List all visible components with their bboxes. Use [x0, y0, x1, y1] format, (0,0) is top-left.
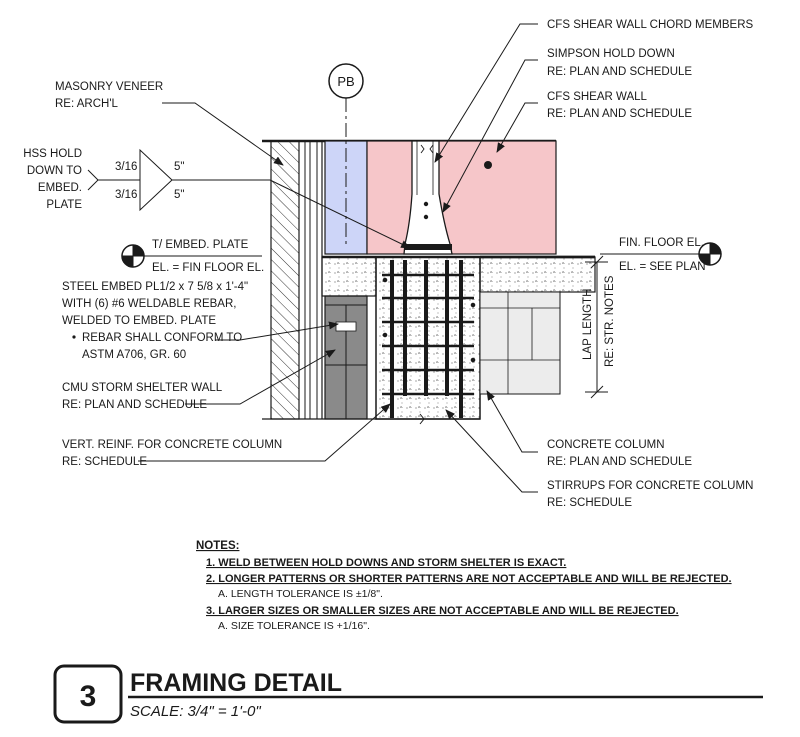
label-hss-4: PLATE [46, 199, 82, 211]
label-hss-1: HSS HOLD [23, 148, 82, 160]
leader-lines [138, 23, 538, 493]
label-cfs-shear-wall-ref: RE: PLAN AND SCHEDULE [547, 108, 692, 120]
label-embed-plate-value: EL. = FIN FLOOR EL. [152, 262, 264, 274]
title-block: 3 FRAMING DETAIL SCALE: 3/4" = 1'-0" [53, 664, 763, 724]
weld-size-top: 3/16 [115, 161, 137, 173]
vertical-rebar [390, 260, 463, 418]
label-rebar-conform: REBAR SHALL CONFORM TO [82, 332, 242, 344]
label-lap-ref: RE: STR. NOTES [604, 275, 616, 367]
label-steel-embed: STEEL EMBED PL1/2 x 7 5/8 x 1'-4" [62, 281, 248, 293]
detail-title: FRAMING DETAIL [130, 669, 342, 697]
elevation-marker-left [121, 244, 262, 268]
label-steel-rebar: WITH (6) #6 WELDABLE REBAR, [62, 298, 236, 310]
bullet-dot [72, 335, 76, 339]
label-masonry-veneer: MASONRY VENEER [55, 81, 163, 93]
wall-section [262, 63, 596, 425]
stirrups [382, 273, 474, 396]
note-2a: A. LENGTH TOLERANCE IS ±1/8". [218, 588, 383, 600]
label-cfs-chord: CFS SHEAR WALL CHORD MEMBERS [547, 19, 754, 31]
detail-number: 3 [80, 680, 97, 713]
label-simpson-hold-down: SIMPSON HOLD DOWN [547, 48, 675, 60]
cfs-shear-wall [366, 140, 557, 255]
label-hss-2: DOWN TO [27, 165, 82, 177]
note-2: 2. LONGER PATTERNS OR SHORTER PATTERNS A… [206, 573, 732, 585]
grid-bubble [328, 63, 364, 99]
label-cfs-shear-wall: CFS SHEAR WALL [547, 91, 648, 103]
label-cmu-wall: CMU STORM SHELTER WALL [62, 382, 223, 394]
label-stirrups-ref: RE: SCHEDULE [547, 497, 632, 509]
weld-length-top: 5" [174, 161, 184, 173]
label-rebar-astm: ASTM A706, GR. 60 [82, 349, 186, 361]
elevation-marker-right [600, 242, 722, 266]
label-embed-plate-el: T/ EMBED. PLATE [152, 239, 249, 251]
label-stirrups: STIRRUPS FOR CONCRETE COLUMN [547, 480, 753, 492]
label-hss-3: EMBED. [38, 182, 82, 194]
lap-length-dimension [585, 255, 608, 399]
weld-length-bottom: 5" [174, 189, 184, 201]
label-vert-reinf: VERT. REINF. FOR CONCRETE COLUMN [62, 439, 282, 451]
detail-scale: SCALE: 3/4" = 1'-0" [130, 703, 261, 720]
label-cmu-ref: RE: PLAN AND SCHEDULE [62, 399, 207, 411]
weld-size-bottom: 3/16 [115, 189, 137, 201]
callout-labels: CFS SHEAR WALL CHORD MEMBERS SIMPSON HOL… [23, 19, 753, 509]
label-column-ref: RE: PLAN AND SCHEDULE [547, 456, 692, 468]
label-simpson-ref: RE: PLAN AND SCHEDULE [547, 66, 692, 78]
block-wall [479, 291, 561, 395]
label-steel-welded: WELDED TO EMBED. PLATE [62, 315, 216, 327]
label-lap-length: LAP LENGTH [582, 289, 594, 360]
label-masonry-ref: RE: ARCH'L [55, 98, 119, 110]
label-concrete-column: CONCRETE COLUMN [547, 439, 665, 451]
weld-symbol [87, 148, 411, 249]
note-3: 3. LARGER SIZES OR SMALLER SIZES ARE NOT… [206, 605, 679, 617]
grid-bubble-label: PB [337, 74, 354, 89]
note-1: 1. WELD BETWEEN HOLD DOWNS AND STORM SHE… [206, 557, 566, 569]
label-fin-floor-value: EL. = SEE PLAN [619, 261, 706, 273]
notes-block: NOTES: 1. WELD BETWEEN HOLD DOWNS AND ST… [196, 540, 732, 632]
label-fin-floor-el: FIN. FLOOR EL. [619, 237, 704, 249]
notes-heading: NOTES: [196, 540, 239, 552]
note-3a: A. SIZE TOLERANCE IS +1/16". [218, 620, 370, 632]
detail-number-box [53, 664, 123, 724]
simpson-hold-down [403, 140, 453, 255]
label-vert-ref: RE: SCHEDULE [62, 456, 147, 468]
